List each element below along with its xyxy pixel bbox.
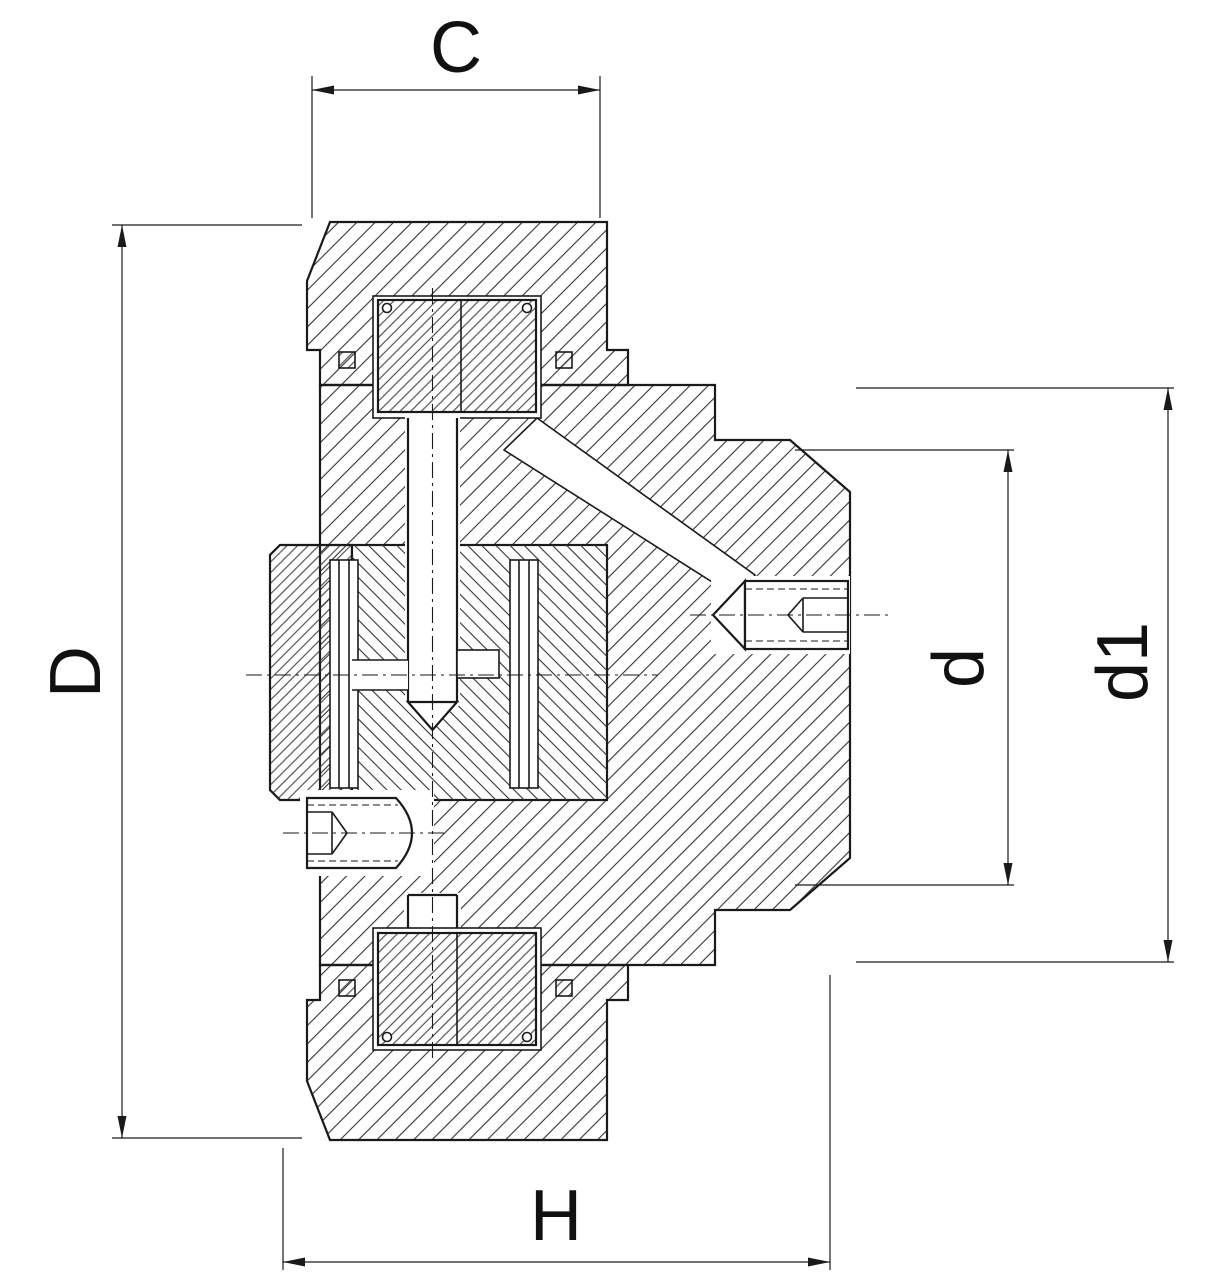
top-bolt (352, 295, 542, 732)
dim-label-c: C (430, 8, 482, 88)
dim-label-d-small: d (919, 648, 999, 688)
bottom-bolt (372, 893, 542, 1051)
dimension-h: H (282, 975, 831, 1270)
dimension-c: C (311, 8, 601, 218)
dimension-d1: d1 (856, 387, 1174, 963)
dimension-d-small: d (795, 449, 1014, 886)
guide-sleeve-right (509, 559, 539, 789)
cross-pin (456, 649, 500, 679)
dim-label-d-capital: D (36, 646, 116, 698)
top-bolt-head (376, 298, 538, 414)
centerlines (246, 288, 658, 1062)
dimension-d-capital: D (36, 224, 302, 1139)
dim-label-d1: d1 (1083, 622, 1163, 702)
seal-rings (338, 351, 573, 997)
dim-label-h: H (530, 1176, 582, 1256)
left-set-screw (283, 790, 448, 876)
right-set-screw (690, 576, 888, 654)
hex-socket-icon (307, 811, 348, 855)
